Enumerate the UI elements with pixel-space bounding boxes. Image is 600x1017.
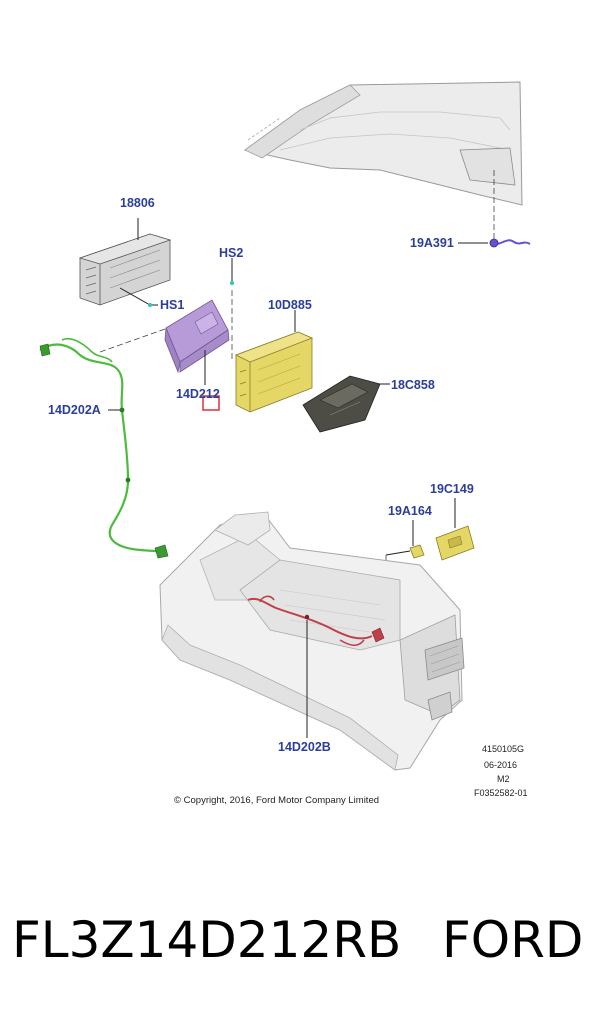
- bracket-18c858: [302, 375, 390, 433]
- callout-14d202b: 14D202B: [278, 740, 331, 754]
- callout-19a164: 19A164: [388, 504, 432, 518]
- harness-14d202a: [39, 337, 169, 559]
- part-number-caption: FL3Z14D212RB: [12, 911, 402, 969]
- callout-18c858: 18C858: [391, 378, 435, 392]
- diagram-file-id: F0352582-01: [474, 788, 528, 798]
- copyright-notice: © Copyright, 2016, Ford Motor Company Li…: [174, 795, 379, 806]
- callout-18806: 18806: [120, 196, 155, 210]
- callout-14d212: 14D212: [176, 387, 220, 401]
- callout-10d885: 10D885: [268, 298, 312, 312]
- callout-hs2: HS2: [219, 246, 243, 260]
- highlight-box: [202, 395, 220, 411]
- hs-leaders: [99, 258, 234, 362]
- module-10d885: [234, 310, 314, 413]
- callout-hs1: HS1: [160, 298, 184, 312]
- callout-19a391: 19A391: [410, 236, 454, 250]
- diagram-date: 06-2016: [484, 760, 517, 770]
- headliner-panel: [243, 81, 523, 206]
- unit-18806: [78, 218, 172, 306]
- callout-14d202a: 14D202A: [48, 403, 101, 417]
- harness-14d202b: [247, 595, 385, 738]
- center-console: [159, 511, 465, 771]
- module-14d212: [164, 299, 230, 411]
- diagram-revision: M2: [497, 774, 510, 784]
- connector-19a391: [458, 170, 531, 248]
- callout-19c149: 19C149: [430, 482, 474, 496]
- diagram-ref-number: 4150105G: [482, 744, 524, 754]
- brand-caption: FORD: [442, 911, 584, 969]
- part-19c149: [435, 498, 475, 561]
